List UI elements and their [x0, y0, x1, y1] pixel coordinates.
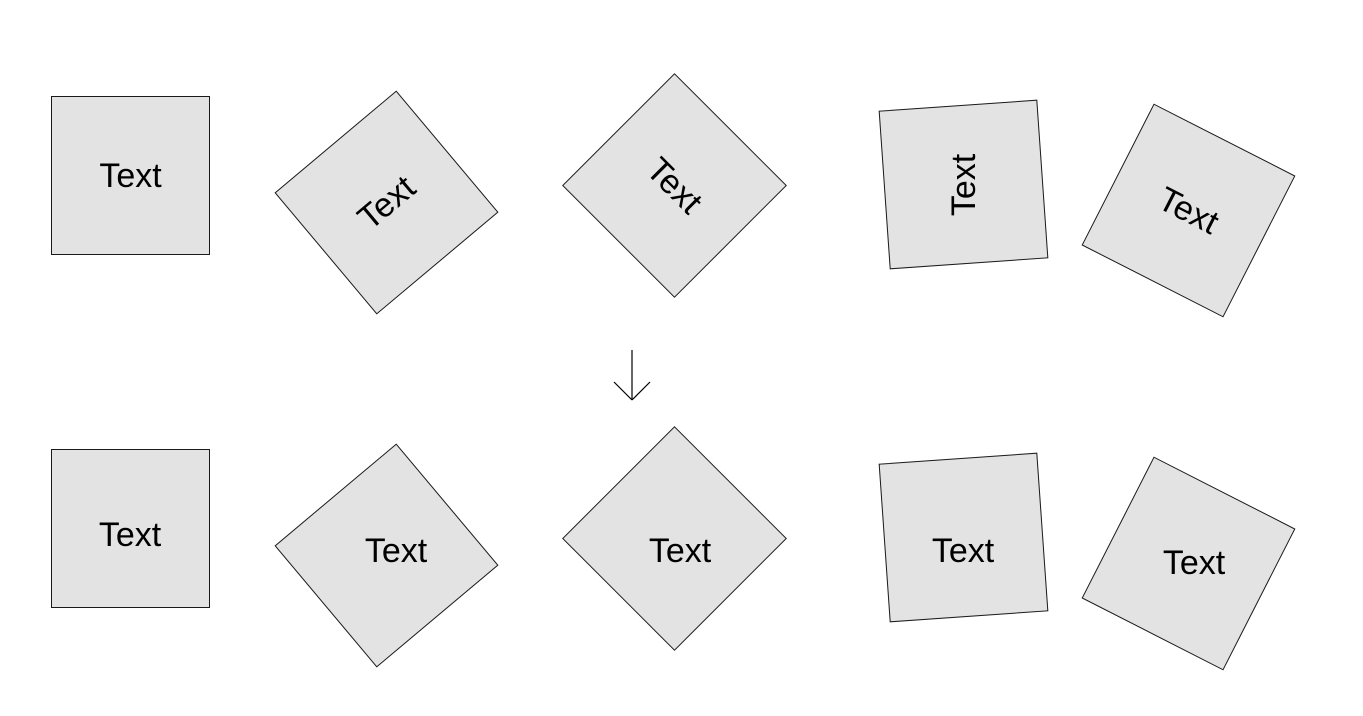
bottom-shape-1-label: Text — [98, 516, 162, 554]
bottom-shape-3-label: Text — [648, 532, 712, 570]
top-shape-5: Text — [1081, 103, 1296, 318]
top-shape-2: Text — [274, 90, 499, 315]
top-shape-1: Text — [51, 96, 210, 255]
down-arrow-icon — [613, 350, 651, 401]
top-shape-3: Text — [562, 73, 787, 298]
bottom-shape-1 — [51, 449, 210, 608]
top-shape-4: Text — [878, 99, 1049, 270]
top-shape-2-label: Text — [350, 167, 423, 238]
top-shape-4-label: Text — [944, 153, 983, 216]
bottom-shape-2-label: Text — [364, 532, 428, 570]
top-shape-3-label: Text — [639, 150, 710, 221]
bottom-shape-4-label: Text — [931, 532, 995, 570]
top-shape-5-label: Text — [1152, 179, 1225, 242]
top-shape-1-label: Text — [99, 156, 162, 195]
bottom-shape-5-label: Text — [1162, 544, 1226, 582]
